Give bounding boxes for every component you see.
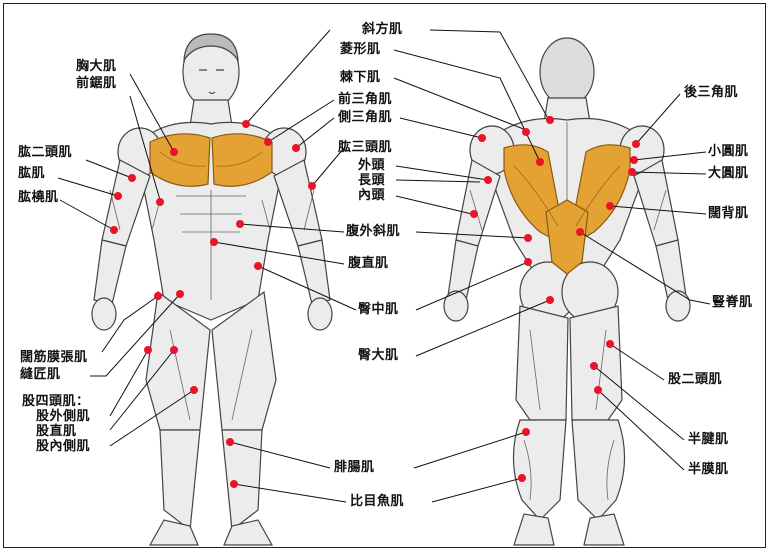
label-rectus-femoris: 股直肌 bbox=[36, 425, 77, 439]
label-semitendinosus: 半腱肌 bbox=[688, 433, 729, 447]
label-external-oblique: 腹外斜肌 bbox=[346, 225, 400, 239]
leader-xiefangji bbox=[246, 30, 550, 124]
marker-biceps bbox=[128, 174, 136, 182]
front-figure bbox=[92, 34, 332, 545]
marker-teres-minor bbox=[630, 156, 638, 164]
label-posterior-deltoid: 後三角肌 bbox=[684, 86, 738, 100]
back-right-foot bbox=[584, 514, 624, 545]
back-left-thigh bbox=[516, 306, 568, 420]
leader-gongji bbox=[58, 178, 118, 196]
marker-gastrocnemius bbox=[226, 438, 234, 446]
label-lateral-deltoid: 側三角肌 bbox=[338, 111, 392, 125]
marker-lateral-deltoid-back bbox=[478, 134, 486, 142]
marker-gluteus-maximus bbox=[546, 296, 554, 304]
marker-trapezius-back bbox=[546, 116, 554, 124]
label-teres-major: 大圓肌 bbox=[708, 167, 749, 181]
label-biceps-femoris: 股二頭肌 bbox=[668, 373, 722, 387]
front-left-hand bbox=[92, 298, 116, 330]
label-gluteus-maximus: 臀大肌 bbox=[358, 349, 399, 363]
label-pectoralis-major: 胸大肌 bbox=[76, 60, 117, 74]
back-right-calf bbox=[572, 420, 625, 520]
label-brachialis: 肱肌 bbox=[18, 167, 45, 181]
label-teres-minor: 小圓肌 bbox=[708, 145, 749, 159]
label-sartorius: 縫匠肌 bbox=[20, 368, 61, 382]
back-left-foot bbox=[514, 514, 554, 545]
marker-gastrocnemius-back bbox=[522, 428, 530, 436]
label-vastus-medialis: 股內側肌 bbox=[36, 440, 90, 454]
label-triceps-medial-head: 內頭 bbox=[358, 189, 385, 203]
marker-rectus-femoris bbox=[170, 346, 178, 354]
marker-gluteus-medius-back bbox=[524, 258, 532, 266]
leader-qiansanjiaoji bbox=[268, 100, 334, 142]
label-gluteus-medius: 臀中肌 bbox=[358, 303, 399, 317]
marker-soleus bbox=[230, 480, 238, 488]
marker-brachioradialis bbox=[110, 226, 118, 234]
marker-soleus-back bbox=[518, 474, 526, 482]
label-erector-spinae: 豎脊肌 bbox=[712, 296, 753, 310]
label-infraspinatus: 棘下肌 bbox=[340, 71, 381, 85]
marker-gluteus-medius bbox=[254, 262, 262, 270]
marker-latissimus bbox=[606, 202, 614, 210]
marker-external-oblique-back bbox=[524, 234, 532, 242]
label-anterior-deltoid: 前三角肌 bbox=[338, 93, 392, 107]
marker-erector-spinae bbox=[576, 228, 584, 236]
marker-rhomboid bbox=[536, 158, 544, 166]
front-left-shin bbox=[160, 430, 200, 530]
label-triceps: 肱三頭肌 bbox=[338, 141, 392, 155]
marker-biceps-femoris bbox=[606, 340, 614, 348]
marker-infraspinatus bbox=[522, 128, 530, 136]
front-left-upper-arm bbox=[102, 160, 150, 246]
marker-tfl bbox=[154, 292, 162, 300]
back-figure bbox=[444, 38, 690, 545]
label-trapezius: 斜方肌 bbox=[362, 23, 403, 37]
label-tensor-fasciae-latae: 闊筋膜張肌 bbox=[20, 351, 88, 365]
marker-pectoralis bbox=[170, 148, 178, 156]
leader-feichangji bbox=[230, 432, 526, 468]
front-right-hand bbox=[308, 298, 332, 330]
leader-neitou bbox=[396, 196, 472, 214]
label-rectus-abdominis: 腹直肌 bbox=[348, 257, 389, 271]
label-gastrocnemius: 腓腸肌 bbox=[334, 461, 375, 475]
erector-spinae-highlight bbox=[546, 200, 588, 274]
back-left-calf bbox=[513, 420, 566, 520]
marker-rectus-abdominis bbox=[210, 238, 218, 246]
front-right-upper-arm bbox=[274, 160, 322, 246]
marker-external-oblique bbox=[236, 220, 244, 228]
marker-trapezius bbox=[242, 120, 250, 128]
marker-vastus-medialis bbox=[190, 386, 198, 394]
label-biceps: 肱二頭肌 bbox=[18, 146, 72, 160]
marker-semitendinosus bbox=[590, 362, 598, 370]
label-rhomboid: 菱形肌 bbox=[340, 43, 381, 57]
marker-lateral-deltoid bbox=[292, 144, 300, 152]
marker-anterior-deltoid bbox=[264, 138, 272, 146]
label-quadriceps: 股四頭肌： bbox=[22, 395, 90, 409]
label-semimembranosus: 半膜肌 bbox=[688, 463, 729, 477]
leader-gongraoji bbox=[60, 200, 114, 230]
marker-triceps-medial bbox=[470, 210, 478, 218]
label-serratus-anterior: 前鋸肌 bbox=[76, 77, 117, 91]
marker-serratus bbox=[156, 198, 164, 206]
marker-vastus-lateralis bbox=[144, 346, 152, 354]
marker-posterior-deltoid bbox=[632, 140, 640, 148]
front-right-forearm bbox=[298, 240, 330, 304]
marker-triceps bbox=[308, 182, 316, 190]
label-vastus-lateralis: 股外側肌 bbox=[36, 410, 90, 424]
label-latissimus-dorsi: 闊背肌 bbox=[708, 207, 749, 221]
marker-sartorius bbox=[176, 290, 184, 298]
back-left-upper-arm bbox=[456, 160, 500, 246]
marker-brachialis bbox=[114, 192, 122, 200]
marker-semimembranosus bbox=[594, 386, 602, 394]
marker-triceps-lateral bbox=[484, 176, 492, 184]
leader-jixiaji bbox=[394, 78, 526, 130]
marker-teres-major bbox=[628, 168, 636, 176]
label-brachioradialis: 肱橈肌 bbox=[18, 191, 59, 205]
label-soleus: 比目魚肌 bbox=[350, 495, 404, 509]
back-head bbox=[540, 38, 594, 106]
label-triceps-long-head: 長頭 bbox=[358, 174, 385, 188]
label-triceps-lateral-head: 外頭 bbox=[358, 159, 385, 173]
front-left-forearm bbox=[94, 240, 126, 304]
back-left-hand bbox=[444, 291, 468, 321]
back-right-hand bbox=[666, 291, 690, 321]
